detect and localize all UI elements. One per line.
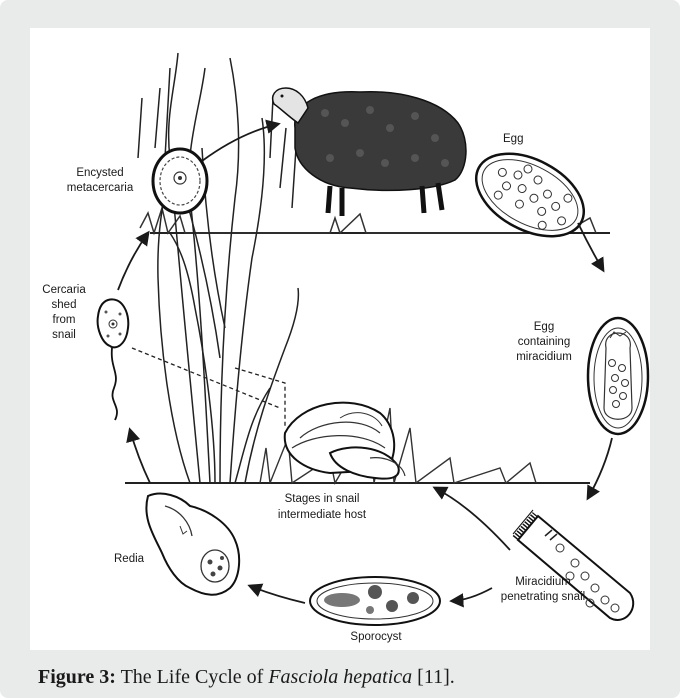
- label-miracidium-line-1: Miracidium: [515, 576, 571, 588]
- caption-text-after: [11].: [412, 666, 455, 688]
- label-encysted-line-2: metacercaria: [67, 182, 134, 194]
- sporocyst-drawing: [310, 577, 440, 625]
- label-cercaria-line-2: shed: [52, 299, 77, 311]
- label-egg-mira-line-3: miracidium: [516, 351, 572, 363]
- cercaria-drawing: [98, 299, 129, 420]
- embryonated-egg-drawing: [588, 318, 648, 434]
- label-redia: Redia: [114, 553, 145, 565]
- label-cercaria-line-3: from: [53, 314, 76, 326]
- miracidium-drawing: [513, 510, 633, 620]
- grass-plant: [138, 53, 298, 483]
- metacercaria-drawing: [153, 149, 207, 213]
- label-encysted-line-1: Encysted: [76, 167, 123, 179]
- label-miracidium-line-2: penetrating snail: [501, 591, 585, 603]
- snail-drawing: [285, 403, 405, 479]
- life-cycle-diagram: Egg Encysted metacercaria Egg containing…: [30, 28, 650, 650]
- label-egg-mira-line-2: containing: [518, 336, 570, 348]
- caption-text-before: The Life Cycle of: [116, 666, 268, 688]
- label-sporocyst: Sporocyst: [350, 631, 402, 643]
- label-stages-line-2: intermediate host: [278, 509, 367, 521]
- caption-label: Figure 3:: [38, 666, 116, 688]
- label-stages-line-1: Stages in snail: [285, 493, 360, 505]
- figure-caption: Figure 3: The Life Cycle of Fasciola hep…: [38, 666, 455, 689]
- sheep-drawing: [273, 88, 466, 216]
- label-egg: Egg: [503, 133, 523, 145]
- caption-scientific-name: Fasciola hepatica: [268, 666, 412, 688]
- label-egg-mira-line-1: Egg: [534, 321, 554, 333]
- label-cercaria-line-4: snail: [52, 329, 76, 341]
- label-cercaria-line-1: Cercaria: [42, 284, 86, 296]
- redia-drawing: [146, 494, 239, 595]
- egg-drawing: [462, 137, 597, 253]
